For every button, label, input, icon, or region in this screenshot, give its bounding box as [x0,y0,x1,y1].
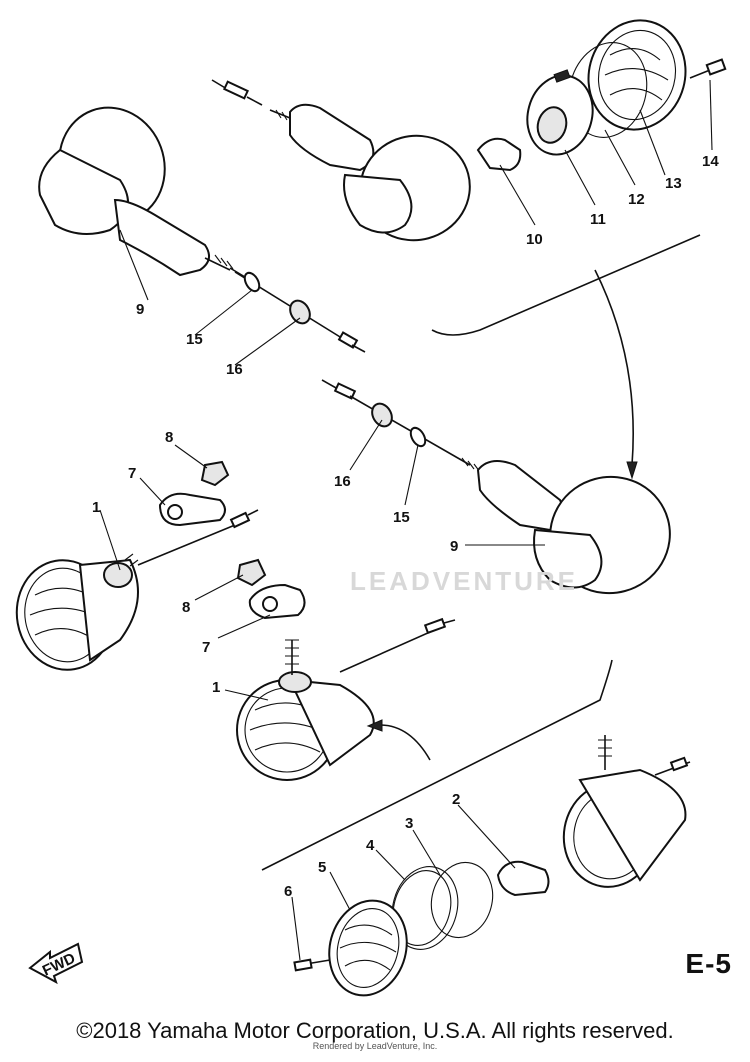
callout-8-middle: 8 [182,599,190,616]
flasher-housing-top-center[interactable] [211,79,482,252]
flasher-housing-middle-right[interactable] [321,379,683,607]
callout-7-top: 7 [128,465,136,482]
lens-parts-bottom[interactable] [293,856,550,1005]
callout-12: 12 [628,191,645,208]
flasher-housing-top-left[interactable] [38,93,251,281]
callout-7-middle: 7 [202,639,210,656]
callout-15-middle: 15 [393,509,410,526]
arrow-bottom [379,724,431,761]
signal-housing-bottom-right[interactable] [556,735,691,894]
wire-top-left [234,271,366,353]
callout-9-top: 9 [136,301,144,318]
callout-11: 11 [590,211,606,228]
callout-1-middle: 1 [212,679,220,696]
callout-leaders [99,79,713,961]
callout-13: 13 [665,175,682,192]
callout-2: 2 [452,791,460,808]
callout-8-top: 8 [165,429,173,446]
callout-6: 6 [284,883,292,900]
callout-1-top: 1 [92,499,100,516]
bracket-bottom [261,659,613,871]
turn-signal-assembly-center[interactable] [236,558,456,781]
turn-signal-assembly-left[interactable] [8,460,259,677]
callout-3: 3 [405,815,413,832]
rendered-by-text: Rendered by LeadVenture, Inc. [312,1041,438,1051]
bracket-top [431,234,701,336]
callout-14: 14 [702,153,719,170]
callout-16-middle: 16 [334,473,351,490]
callout-9-middle: 9 [450,538,458,555]
callout-4: 4 [366,837,375,854]
callout-5: 5 [318,859,326,876]
page-code: E-5 [685,948,732,979]
callout-16-top: 16 [226,361,243,378]
copyright-text: ©2018 Yamaha Motor Corporation, U.S.A. A… [76,1018,674,1043]
callout-15-top: 15 [186,331,203,348]
fwd-arrow-icon [28,942,84,985]
arrow-top [594,269,634,466]
watermark-text: LEADVENTURE [350,566,579,596]
callout-10: 10 [526,231,543,248]
lens-assembly-top-right[interactable] [476,9,727,172]
